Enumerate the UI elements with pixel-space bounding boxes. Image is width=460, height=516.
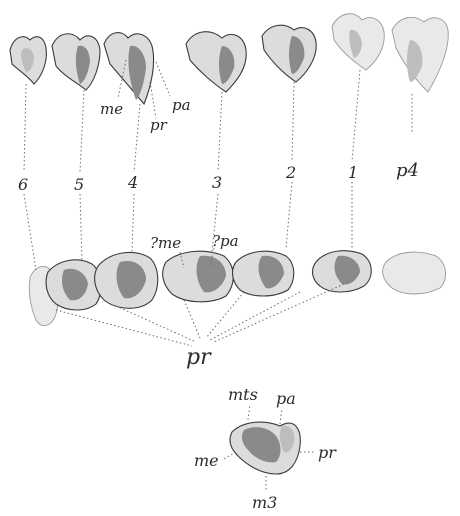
label-tooth-1: 1: [348, 163, 358, 182]
label-m3-mts: mts: [228, 385, 258, 404]
label-lower-pr: pr: [186, 345, 212, 370]
lower-tooth-1: [313, 251, 372, 292]
upper-tooth-4: [104, 33, 154, 104]
label-lower-me: ?me: [150, 234, 181, 252]
lower-tooth-row: [29, 251, 445, 326]
label-upper-pa: pa: [172, 96, 191, 114]
label-tooth-2: 2: [285, 163, 296, 182]
lower-tooth-3: [163, 251, 234, 302]
lower-tooth-2: [233, 251, 294, 296]
lower-tooth-p4: [383, 252, 446, 294]
upper-tooth-1: [332, 14, 384, 70]
label-m3-pa: pa: [276, 389, 296, 408]
label-tooth-5: 5: [74, 175, 84, 194]
label-m3-me: me: [194, 451, 219, 470]
single-tooth-m3: [230, 422, 300, 474]
upper-tooth-5: [52, 34, 100, 90]
upper-tooth-3: [186, 32, 246, 92]
lower-tooth-5: [46, 260, 101, 310]
upper-premolar-p4: [392, 17, 448, 92]
lower-tooth-4: [95, 252, 158, 308]
upper-tooth-6: [10, 37, 46, 84]
upper-tooth-row: [10, 14, 448, 104]
label-m3-name: m3: [252, 493, 277, 512]
label-premolar-p4: p4: [396, 160, 419, 181]
label-upper-pr: pr: [150, 116, 168, 134]
upper-tooth-2: [262, 25, 316, 82]
label-lower-pa: ?pa: [212, 232, 239, 250]
label-tooth-6: 6: [18, 175, 28, 194]
label-tooth-3: 3: [212, 173, 222, 192]
label-upper-me: me: [100, 100, 123, 118]
label-tooth-4: 4: [127, 173, 138, 192]
label-m3-pr: pr: [318, 443, 337, 462]
